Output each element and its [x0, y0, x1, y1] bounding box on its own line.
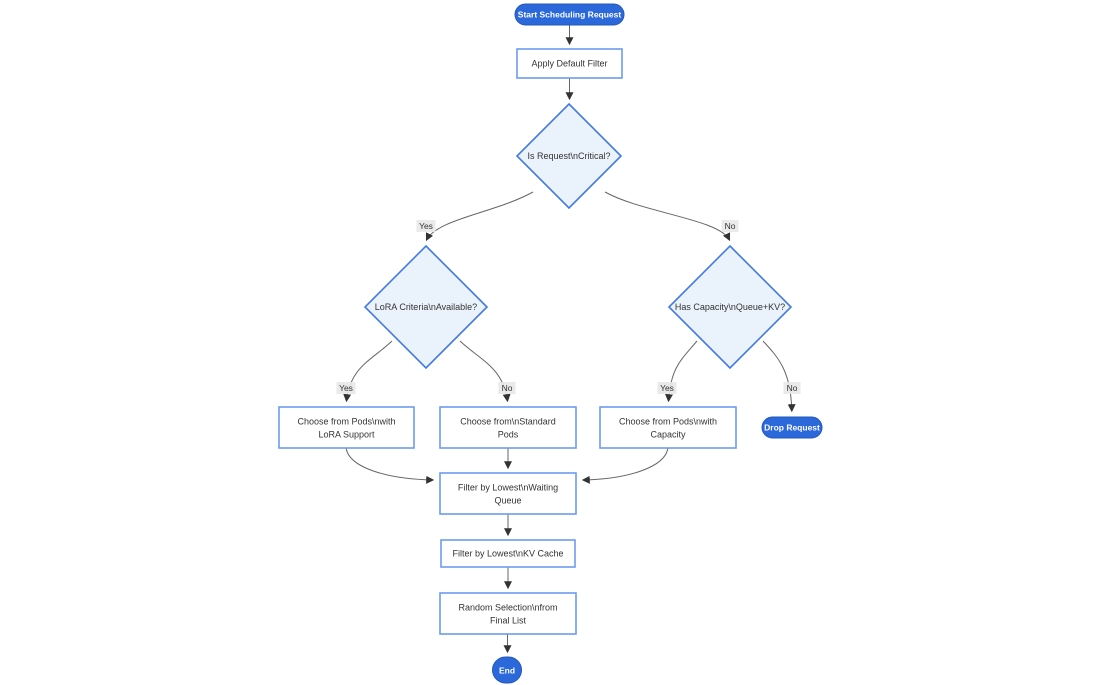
choose-pods-lora-label-line2: LoRA Support: [318, 430, 375, 440]
edge-label-text: No: [502, 383, 513, 393]
drop-request-shape: [761, 416, 823, 439]
has-capacity-queue-kv-shape: [667, 244, 793, 370]
lora-criteria-available-label: LoRA Criteria\nAvailable?: [375, 302, 477, 312]
choose-pods-lora-shape: [278, 406, 415, 449]
apply-default-filter-label: Apply Default Filter: [531, 59, 607, 69]
node-drop-request: Drop Request: [761, 416, 823, 439]
is-request-critical-label: Is Request\nCritical?: [527, 151, 610, 161]
random-selection-final-list-label-line1: Random Selection\nfrom: [458, 603, 557, 613]
edge-label-critical-no: No: [721, 220, 739, 232]
edge-label-text: Yes: [419, 221, 433, 231]
end-node-shape: [492, 656, 522, 684]
filter-lowest-waiting-queue-label-line2: Queue: [494, 496, 521, 506]
filter-lowest-waiting-queue-label-line1: Filter by Lowest\nWaiting: [458, 483, 558, 493]
choose-pods-capacity-label-line2: Capacity: [650, 430, 686, 440]
edges: [343, 25, 796, 654]
choose-pods-capacity-label-line1: Choose from Pods\nwith: [619, 417, 717, 427]
edge-critical-yes: [425, 191, 534, 242]
edge-label-text: Yes: [339, 383, 353, 393]
edge-critical-no: [604, 191, 731, 242]
start-node-shape: [514, 3, 625, 26]
edge-label-capacity-yes: Yes: [657, 382, 677, 394]
choose-standard-pods-label-line1: Choose from\nStandard: [460, 417, 556, 427]
node-filter-lowest-waiting-queue: Filter by Lowest\nWaiting Queue: [439, 472, 577, 515]
edge-label-bg: [721, 220, 739, 232]
edge-capacity-no: [762, 340, 796, 413]
edge-label-bg: [657, 382, 677, 394]
node-choose-standard-pods: Choose from\nStandard Pods: [439, 406, 577, 449]
edge-label-text: No: [787, 383, 798, 393]
choose-standard-pods-label-line2: Pods: [498, 430, 519, 440]
edge-label-bg: [336, 382, 356, 394]
edge-labels: Yes No Yes No Yes No: [336, 220, 801, 394]
node-is-request-critical: Is Request\nCritical?: [515, 102, 623, 210]
node-filter-lowest-kv-cache: Filter by Lowest\nKV Cache: [440, 539, 576, 568]
node-random-selection-final-list: Random Selection\nfrom Final List: [439, 592, 577, 635]
filter-lowest-waiting-queue-shape: [439, 472, 577, 515]
filter-lowest-kv-cache-label: Filter by Lowest\nKV Cache: [452, 549, 563, 559]
start-node-label: Start Scheduling Request: [518, 10, 622, 20]
node-start-scheduling-request: Start Scheduling Request: [514, 3, 625, 26]
node-lora-criteria-available: LoRA Criteria\nAvailable?: [363, 244, 489, 370]
edge-label-bg: [783, 382, 801, 394]
node-choose-pods-lora: Choose from Pods\nwith LoRA Support: [278, 406, 415, 449]
lora-criteria-available-shape: [363, 244, 489, 370]
node-choose-pods-capacity: Choose from Pods\nwith Capacity: [599, 406, 737, 449]
edge-label-lora-yes: Yes: [336, 382, 356, 394]
edge-label-text: Yes: [660, 383, 674, 393]
edge-label-bg: [416, 220, 436, 232]
edge-choose-capacity-to-filter-queue: [581, 447, 669, 484]
has-capacity-queue-kv-label: Has Capacity\nQueue+KV?: [675, 302, 785, 312]
edge-label-bg: [498, 382, 516, 394]
choose-pods-capacity-shape: [599, 406, 737, 449]
random-selection-final-list-shape: [439, 592, 577, 635]
random-selection-final-list-label-line2: Final List: [490, 616, 527, 626]
edge-label-text: No: [725, 221, 736, 231]
is-request-critical-shape: [515, 102, 623, 210]
edge-label-critical-yes: Yes: [416, 220, 436, 232]
filter-lowest-kv-cache-shape: [440, 539, 576, 568]
edge-label-lora-no: No: [498, 382, 516, 394]
choose-pods-lora-label-line1: Choose from Pods\nwith: [297, 417, 395, 427]
node-end: End: [492, 656, 522, 684]
edge-choose-lora-to-filter-queue: [345, 447, 435, 484]
node-has-capacity-queue-kv: Has Capacity\nQueue+KV?: [667, 244, 793, 370]
end-node-label: End: [499, 666, 515, 676]
edge-label-capacity-no: No: [783, 382, 801, 394]
apply-default-filter-shape: [516, 48, 623, 79]
nodes: Start Scheduling Request Apply Default F…: [278, 3, 823, 684]
drop-request-label: Drop Request: [764, 423, 820, 433]
node-apply-default-filter: Apply Default Filter: [516, 48, 623, 79]
choose-standard-pods-shape: [439, 406, 577, 449]
